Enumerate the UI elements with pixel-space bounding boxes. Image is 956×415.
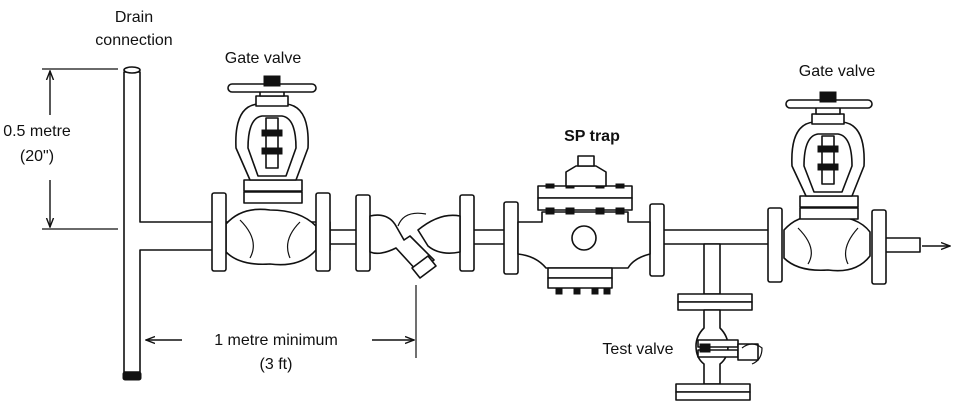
distance-dimension <box>146 285 417 358</box>
height-dimension <box>42 68 118 230</box>
height-label-line2: (20") <box>20 148 54 165</box>
test-valve <box>675 293 763 401</box>
height-label-line1: 0.5 metre <box>3 123 71 140</box>
gate-valve-right <box>767 91 887 285</box>
strainer <box>355 194 475 279</box>
drain-label-line1: Drain <box>115 9 153 26</box>
test-valve-label: Test valve <box>602 341 673 358</box>
sp-trap-label: SP trap <box>564 128 620 145</box>
distance-label-line2: (3 ft) <box>260 356 293 373</box>
drain-label-line2: connection <box>95 32 172 49</box>
distance-label-line1: 1 metre minimum <box>214 332 338 349</box>
sp-trap <box>503 155 665 295</box>
main-pipework <box>329 229 950 295</box>
gate-valve-left-label: Gate valve <box>225 50 302 67</box>
gate-valve-right-label: Gate valve <box>799 63 876 80</box>
gate-valve-left <box>211 75 331 272</box>
